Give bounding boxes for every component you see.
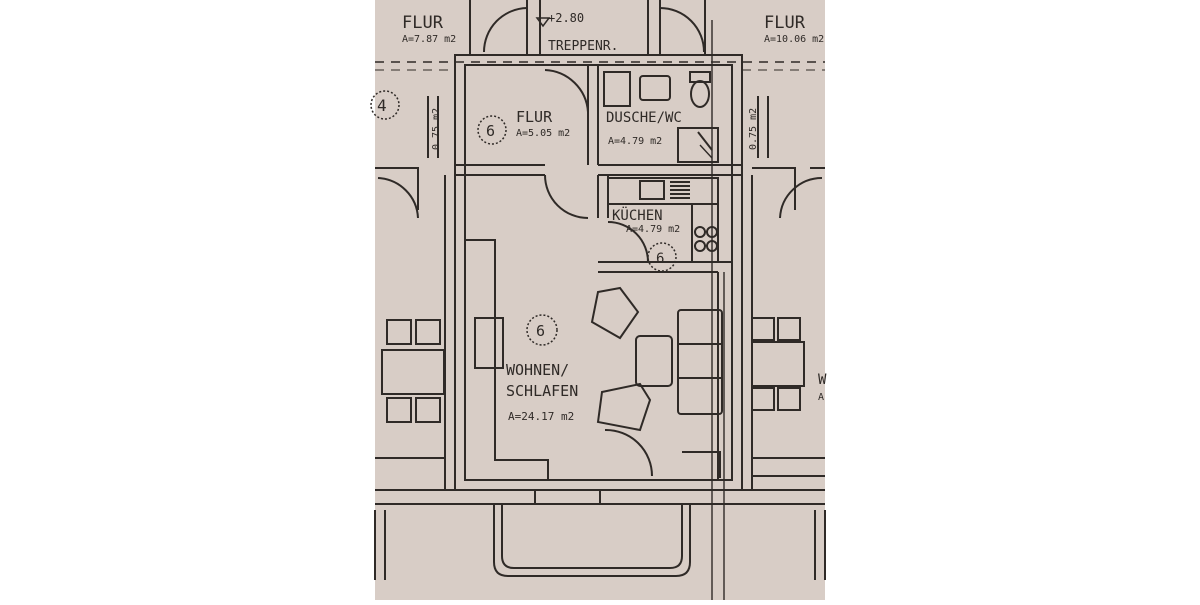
paper-sheet — [375, 0, 825, 600]
wall-line — [444, 175, 456, 490]
washbasin-counter — [603, 71, 631, 107]
room-marker — [526, 314, 558, 346]
room-area-dusche-wc: A=4.79 m2 — [608, 136, 662, 147]
door-swing — [607, 221, 649, 263]
door-swing — [604, 428, 653, 477]
room-label-flur-left: FLUR — [402, 13, 444, 33]
room-area-wohnen: A=24.17 m2 — [508, 410, 574, 423]
room-area-flur-left: A=7.87 m2 — [402, 34, 456, 45]
marker-number-wohnen: 6 — [536, 322, 545, 340]
wardrobe — [465, 239, 549, 481]
chair — [415, 397, 441, 423]
balcony-outline — [501, 504, 683, 569]
dining-table — [381, 349, 445, 395]
armchair — [596, 382, 652, 432]
room-area-flur: A=5.05 m2 — [516, 128, 570, 139]
shower-tray — [677, 127, 719, 163]
wall-line — [375, 167, 419, 210]
stove-burner — [694, 240, 706, 252]
room-area-kuechen: A=4.79 m2 — [626, 224, 680, 235]
fragment-right-w: W — [818, 372, 827, 388]
room-marker — [477, 115, 507, 145]
marker-number-kuechen: 6 — [656, 251, 664, 267]
wall-line — [598, 164, 742, 176]
wall-line — [752, 167, 825, 210]
wall-line — [374, 510, 826, 580]
wall-line — [717, 272, 733, 480]
sofa — [677, 309, 723, 415]
room-label-treppenhaus: TREPPENR. — [548, 39, 618, 54]
room-marker — [370, 90, 400, 120]
wall-line — [587, 65, 599, 165]
balcony-outline — [493, 504, 691, 577]
kitchen-sink — [639, 180, 665, 200]
wall-line — [534, 490, 601, 504]
sofa-cushions — [678, 343, 722, 379]
chair — [386, 319, 412, 345]
dining-table — [751, 341, 805, 387]
kitchen-counter — [691, 203, 719, 263]
axis-line — [699, 144, 713, 159]
wall-line — [455, 164, 545, 176]
cabinet — [682, 451, 721, 478]
chair — [777, 387, 801, 411]
wall-line — [427, 96, 439, 158]
dimension-left: 0.75 m2 — [431, 108, 442, 150]
room-label-wohnen-line2: SCHLAFEN — [506, 382, 578, 400]
marker-number-left-unit: 4 — [377, 96, 387, 115]
toilet-tank — [689, 71, 711, 83]
level-label: +2.80 — [548, 11, 584, 25]
door-swing — [483, 7, 528, 53]
room-marker — [647, 242, 677, 272]
room-label-flur: FLUR — [516, 108, 553, 126]
sideboard — [474, 317, 504, 369]
room-area-flur-right: A=10.06 m2 — [764, 34, 824, 45]
door-swing — [544, 174, 589, 219]
room-label-wohnen-line1: WOHNEN/ — [506, 361, 569, 379]
door-swing — [377, 177, 419, 219]
room-label-flur-right: FLUR — [764, 13, 806, 33]
chair — [777, 317, 801, 341]
marker-number-flur: 6 — [486, 122, 495, 140]
dimension-right: 0.75 m2 — [748, 108, 759, 150]
level-marker-icon — [535, 17, 551, 28]
room-label-kuechen: KÜCHEN — [612, 206, 663, 224]
door-swing — [779, 176, 823, 219]
chair — [415, 319, 441, 345]
chair — [751, 387, 775, 411]
armchair — [590, 286, 640, 340]
drainboard — [670, 181, 690, 199]
wall-line — [752, 457, 825, 477]
door-swing — [544, 69, 589, 113]
chair — [386, 397, 412, 423]
door-swing — [659, 7, 705, 53]
wall-line — [757, 96, 769, 158]
stove-burner — [694, 226, 706, 238]
coffee-table — [635, 335, 673, 387]
washbasin — [639, 75, 671, 101]
room-label-dusche-wc: DUSCHE/WC — [606, 110, 682, 126]
chair — [751, 317, 775, 341]
fragment-right-a: A — [818, 392, 824, 403]
shower-diagonal — [697, 131, 713, 151]
wall-line — [469, 0, 706, 55]
kitchen-counter — [607, 177, 719, 205]
